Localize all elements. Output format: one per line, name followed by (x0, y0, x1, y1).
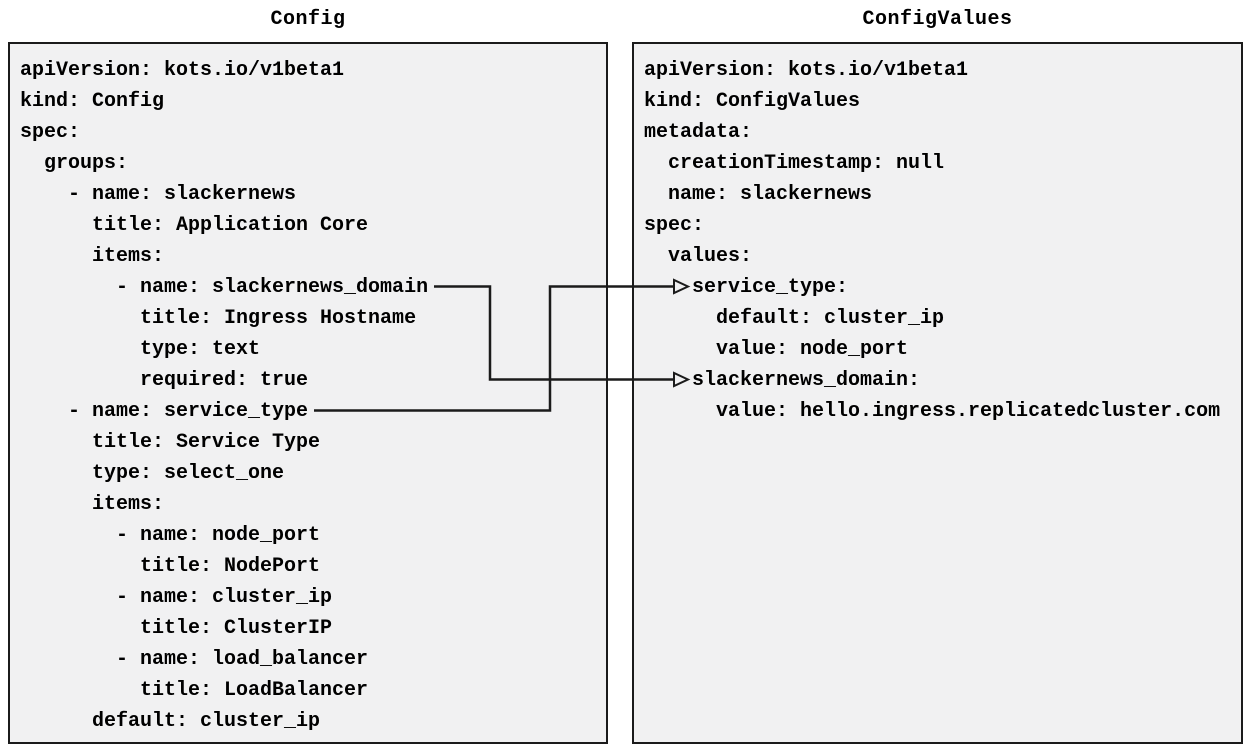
configvalues-panel-title: ConfigValues (862, 8, 1013, 31)
config-yaml-code: apiVersion: kots.io/v1beta1 kind: Config… (20, 59, 429, 733)
configvalues-yaml-code: apiVersion: kots.io/v1beta1 kind: Config… (644, 59, 1221, 423)
config-yaml-panel: apiVersion: kots.io/v1beta1 kind: Config… (8, 42, 608, 744)
configvalues-yaml-panel: apiVersion: kots.io/v1beta1 kind: Config… (632, 42, 1243, 744)
config-panel-title: Config (270, 8, 346, 31)
